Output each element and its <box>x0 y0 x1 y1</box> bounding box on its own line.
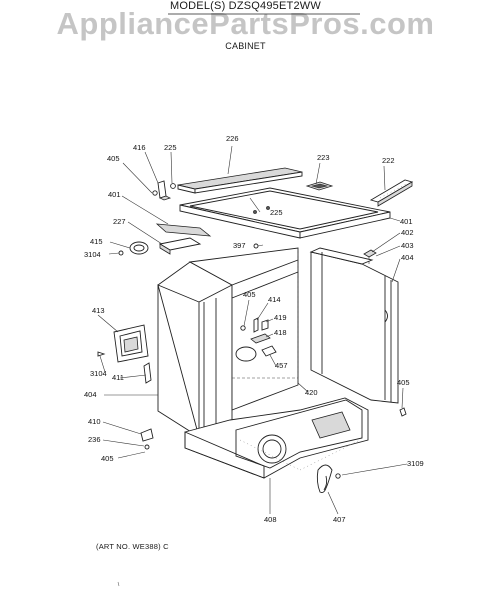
callout-416: 416 <box>133 143 146 152</box>
part-457-clip <box>261 345 277 357</box>
callout-405: 405 <box>107 154 120 163</box>
part-3104-screw-lower <box>97 351 106 357</box>
callout-227: 227 <box>113 217 126 226</box>
cabinet-left-side-panel <box>157 261 233 438</box>
part-408-base <box>184 397 369 479</box>
part-226-top-trim <box>177 167 303 194</box>
callout-410: 410 <box>88 417 101 426</box>
part-418-bracket <box>250 333 271 344</box>
callout-405d: 405 <box>101 454 114 463</box>
model-title: MODEL(S) DZSQ495ET2WW <box>170 0 321 12</box>
callout-420: 420 <box>305 388 318 397</box>
callout-225b: 225 <box>270 208 283 217</box>
callout-403: 403 <box>401 241 414 250</box>
part-414-tab <box>253 317 259 333</box>
callout-3109: 3109 <box>407 459 424 468</box>
callout-405b: 405 <box>243 290 256 299</box>
part-405-screw-mid <box>240 325 246 331</box>
callout-3104b: 3104 <box>90 369 107 378</box>
part-411-clip <box>143 362 152 384</box>
part-405-screw-top <box>152 190 158 196</box>
part-397-screw <box>253 243 259 249</box>
art-number: (ART NO. WE388) C <box>96 542 169 551</box>
callout-402: 402 <box>401 228 414 237</box>
callout-397: 397 <box>233 241 246 250</box>
callout-223: 223 <box>317 153 330 162</box>
stray-mark <box>117 581 120 587</box>
callout-401: 401 <box>108 190 121 199</box>
part-227-panel <box>158 237 202 255</box>
section-title: CABINET <box>225 41 266 51</box>
callout-226: 226 <box>226 134 239 143</box>
part-405-screw-right <box>399 407 407 417</box>
callout-405c: 405 <box>397 378 410 387</box>
cabinet-top-panel <box>179 187 391 239</box>
callout-404b: 404 <box>84 390 97 399</box>
callout-413: 413 <box>92 306 105 315</box>
callout-404: 404 <box>401 253 414 262</box>
leader-lines <box>97 145 408 515</box>
part-413-bracket <box>113 324 149 363</box>
part-223-bracket <box>305 181 334 191</box>
callout-3104: 3104 <box>84 250 101 259</box>
callout-401b: 401 <box>400 217 413 226</box>
callout-411: 411 <box>112 373 124 382</box>
callout-225: 225 <box>164 143 177 152</box>
callout-236: 236 <box>88 435 101 444</box>
callout-457: 457 <box>275 361 288 370</box>
part-401-strip-left <box>155 223 212 237</box>
watermark-logo: AppliancePartsPros.com <box>56 6 435 41</box>
callout-414: 414 <box>268 295 281 304</box>
callout-222: 222 <box>382 156 395 165</box>
callout-419: 419 <box>274 313 287 322</box>
part-225-screw <box>170 183 176 189</box>
part-410-leveler-bracket <box>140 428 154 442</box>
part-236-screw <box>144 444 150 450</box>
part-416-hinge <box>157 180 172 201</box>
callout-407: 407 <box>333 515 346 524</box>
part-415-disc <box>129 241 149 255</box>
part-419-tab <box>261 319 269 331</box>
callout-labels: 226 416 225 223 222 405 401 225 401 227 … <box>84 134 424 524</box>
callout-415: 415 <box>90 237 103 246</box>
part-3104-screw-upper <box>118 250 124 256</box>
callout-408: 408 <box>264 515 277 524</box>
part-407-power-cord <box>316 464 333 493</box>
callout-418: 418 <box>274 328 287 337</box>
part-3109-screw <box>335 473 341 479</box>
part-222-rear-rail <box>369 179 414 207</box>
cabinet-right-side-panel <box>309 247 399 404</box>
